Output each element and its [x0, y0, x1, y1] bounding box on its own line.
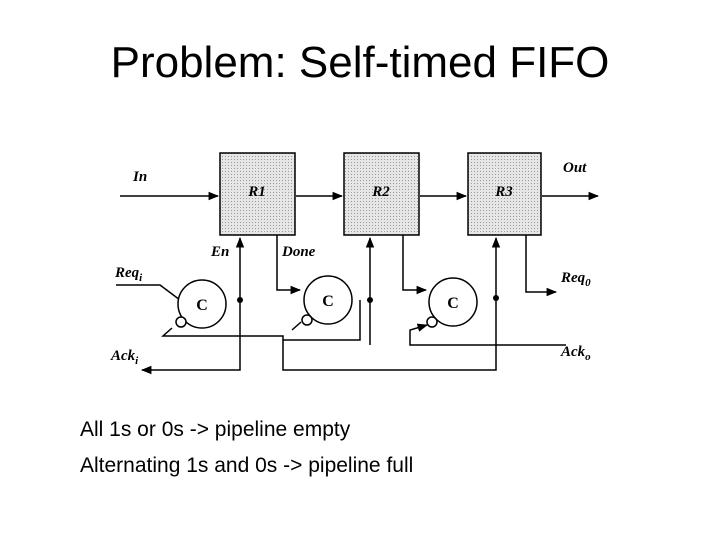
c-element-1: C: [175, 279, 227, 329]
c-element-label: C: [322, 293, 334, 310]
register-label: R1: [247, 184, 266, 200]
junction-dot: [493, 295, 499, 301]
register-r2: R2: [343, 152, 420, 236]
bullet-item: All 1s or 0s -> pipeline empty: [80, 418, 351, 441]
bullet-item: Alternating 1s and 0s -> pipeline full: [80, 454, 414, 477]
inverter-bubble: [426, 316, 438, 328]
slide-title: Problem: Self-timed FIFO: [110, 38, 610, 87]
r2-done-wire: [402, 235, 428, 295]
label-ack-in: Acki: [110, 348, 139, 367]
c-element-label: C: [447, 295, 459, 312]
register-r3: R3: [467, 152, 542, 236]
label-req-in: Reqi: [114, 265, 143, 284]
req-in-wire: [116, 284, 181, 301]
inverter-bubble: [175, 316, 187, 328]
label-out: Out: [563, 160, 587, 176]
c3-feedback-wire: [282, 298, 497, 371]
junction-dot: [367, 297, 373, 303]
r1-done-wire: [276, 235, 302, 295]
register-r1: R1: [219, 152, 296, 236]
c-element-label: C: [196, 297, 208, 314]
label-en: En: [210, 244, 229, 260]
label-done: Done: [281, 244, 316, 260]
c-element-3: C: [426, 277, 478, 328]
bullet-list: All 1s or 0s -> pipeline empty Alternati…: [80, 412, 413, 484]
c3-ack-wire: [409, 323, 566, 346]
junction-dot: [237, 297, 243, 303]
c1-ack-wire: [161, 300, 361, 341]
label-ack-out: Acko: [560, 344, 591, 363]
c-element-2: C: [301, 275, 353, 326]
c2-ack-wire: [291, 321, 302, 331]
r3-done-wire: [525, 235, 558, 297]
register-label: R3: [494, 184, 513, 200]
inverter-bubble: [301, 314, 313, 326]
register-label: R2: [371, 184, 390, 200]
label-in: In: [132, 169, 147, 185]
c1-feedback-wire: [140, 300, 241, 375]
label-req-out: Req0: [560, 270, 591, 289]
